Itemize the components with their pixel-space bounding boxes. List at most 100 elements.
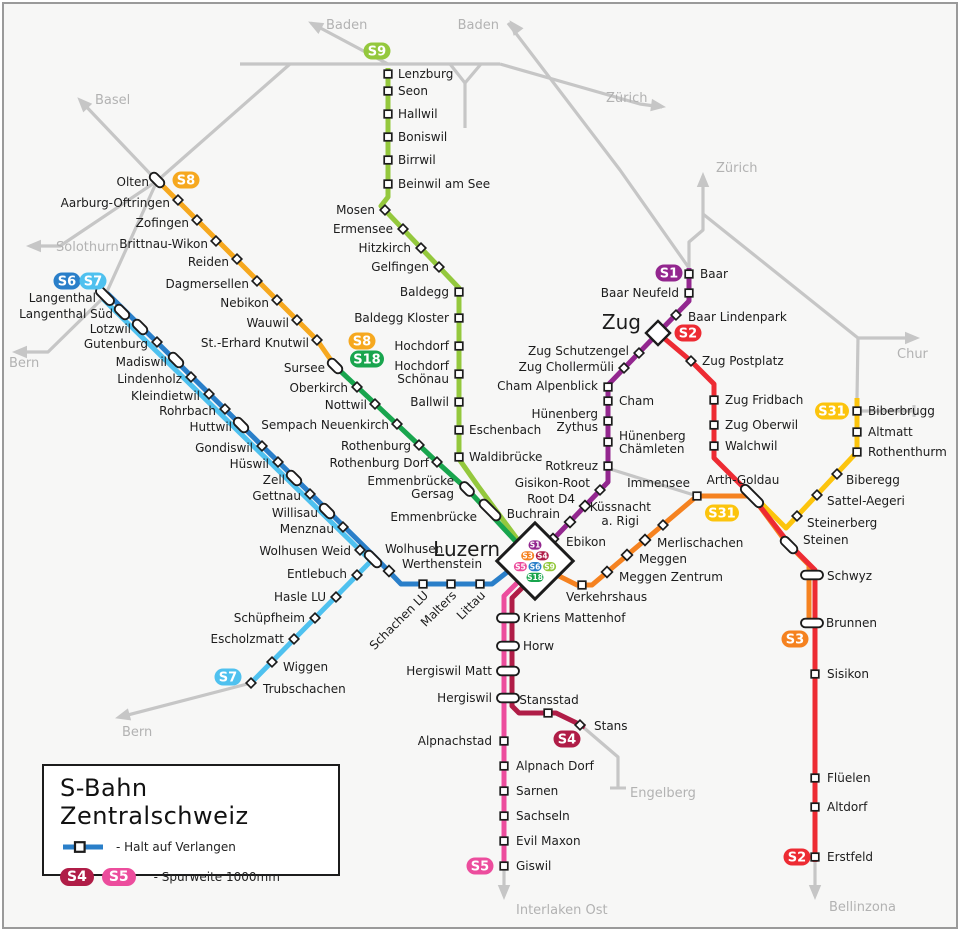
badge-text: S4 xyxy=(537,552,548,561)
request-stop-marker xyxy=(271,455,285,469)
request-stop-marker xyxy=(290,313,304,327)
badge-shape xyxy=(705,504,739,522)
station-nebikon: Nebikon xyxy=(220,293,284,310)
line-badge-s3: S3 xyxy=(521,551,535,561)
station-kleindietwil: Kleindietwil xyxy=(131,387,216,403)
badge-shape xyxy=(172,171,200,189)
station-label: Lindenholz xyxy=(117,372,182,386)
badge-text: S3 xyxy=(786,633,804,648)
station-label: Escholzmatt xyxy=(211,632,285,646)
station-label: Gisikon-Root xyxy=(515,476,591,490)
badge-text: S18 xyxy=(527,573,543,582)
station-gutenburg: Gutenburg xyxy=(84,335,164,351)
station-marker xyxy=(852,447,862,457)
station-zofingen: Zofingen xyxy=(136,213,204,230)
badge-shape xyxy=(350,350,384,368)
request-stop-marker xyxy=(230,252,244,266)
destination-bellinzona: Bellinzona xyxy=(829,900,896,915)
station-beinwil-am-see: Beinwil am See xyxy=(383,177,490,191)
station-marker xyxy=(454,341,464,351)
station-sattel-aegeri: Sattel-Aegeri xyxy=(810,488,905,508)
station-schwyz: Schwyz xyxy=(800,569,872,583)
station-label: Rotkreuz xyxy=(545,459,598,473)
station-emmenbr-cke: Emmenbrücke xyxy=(390,498,502,524)
request-stop-marker xyxy=(209,234,223,248)
badge-s5: S5 xyxy=(101,868,136,886)
station-label: Gettnau xyxy=(252,489,301,503)
station-label: Sattel-Aegeri xyxy=(827,494,905,508)
station-marker xyxy=(800,569,824,581)
station-marker xyxy=(603,382,613,392)
station-steinerberg: Steinerberg xyxy=(790,509,877,530)
station-hallwil: Hallwil xyxy=(383,107,438,121)
destination-baden: Baden xyxy=(326,18,367,33)
gray-corridor-2 xyxy=(103,180,159,297)
station-lotzwil: Lotzwil xyxy=(90,318,149,336)
station-label: Biberbrugg xyxy=(868,404,935,418)
badge-text: S2 xyxy=(679,327,697,342)
station-cham: Cham xyxy=(603,394,654,408)
station-eschenbach: Eschenbach xyxy=(454,423,541,437)
request-stop-marker xyxy=(396,222,410,236)
line-badge-s6: S6 xyxy=(528,562,542,571)
station-label: Zythus xyxy=(557,420,599,434)
hub-label: Luzern xyxy=(433,537,500,561)
gray-corridor-0 xyxy=(78,98,159,183)
station-zug-oberwil: Zug Oberwil xyxy=(709,418,798,432)
line-badge-s2: S2 xyxy=(783,848,811,866)
station-zug-postplatz: Zug Postplatz xyxy=(684,354,784,368)
badge-text: S8 xyxy=(177,174,195,189)
station-menznau: Menznau xyxy=(280,520,350,536)
station-marker xyxy=(709,420,719,430)
station-label: Olten xyxy=(117,175,149,189)
gray-corridor-12 xyxy=(702,212,859,340)
station-marker xyxy=(800,617,824,629)
badge-s4: S4 xyxy=(60,868,94,886)
station-label: Chämleten xyxy=(619,442,684,456)
badge-shape xyxy=(783,848,811,866)
station-baar: Baar xyxy=(684,267,728,281)
station-label: Langenthal Süd xyxy=(19,307,113,321)
badge-shape xyxy=(553,730,581,748)
station-baar-neufeld: Baar Neufeld xyxy=(601,286,694,300)
station-label: Hergiswil Matt xyxy=(406,664,492,678)
station-marker xyxy=(383,179,393,189)
station-buchrain: Buchrain xyxy=(507,507,577,529)
request-stop-marker xyxy=(150,335,164,349)
badge-text: S18 xyxy=(353,353,380,368)
badge-text: S1 xyxy=(660,267,678,282)
destination-solothurn: Solothurn xyxy=(56,240,119,255)
station-label: Root D4 xyxy=(527,492,575,506)
station-label: Beinwil am See xyxy=(398,177,490,191)
request-stop-marker xyxy=(310,333,324,347)
station-entlebuch: Entlebuch xyxy=(287,567,364,582)
request-stop-marker xyxy=(684,354,698,368)
station-marker xyxy=(326,357,344,375)
station-marker xyxy=(779,535,799,555)
station-label: Zug Postplatz xyxy=(702,354,784,368)
station-biberbrugg: Biberbrugg xyxy=(852,404,935,418)
station-label: Lotzwil xyxy=(90,322,131,336)
station-dagmersellen: Dagmersellen xyxy=(165,274,264,291)
gray-corridor-20 xyxy=(119,681,252,719)
station-evil-maxon: Evil Maxon xyxy=(499,834,581,848)
station-birrwil: Birrwil xyxy=(383,153,436,167)
station-zell: Zell xyxy=(263,469,303,487)
line-badge-s6: S6 xyxy=(53,272,81,290)
line-badge-s2: S2 xyxy=(674,324,702,342)
arrow-interlaken-ost-icon xyxy=(497,885,511,900)
arrow-basel-icon xyxy=(77,97,93,113)
station-label: Zug Oberwil xyxy=(725,418,798,432)
station-label: Emmenbrücke xyxy=(390,510,477,524)
station-marker xyxy=(383,109,393,119)
station-rotkreuz: Rotkreuz xyxy=(545,459,613,473)
destination-basel: Basel xyxy=(95,93,130,108)
request-stop-marker xyxy=(265,655,279,669)
station-label: Gelfingen xyxy=(371,260,429,274)
station-label: Emmenbrücke xyxy=(367,474,454,488)
station-label: Immensee xyxy=(627,476,690,490)
station-marker xyxy=(620,548,634,562)
station-baar-lindenpark: Baar Lindenpark xyxy=(669,308,787,324)
station-label: Oberkirch xyxy=(289,381,348,395)
badge-shape xyxy=(214,668,242,686)
